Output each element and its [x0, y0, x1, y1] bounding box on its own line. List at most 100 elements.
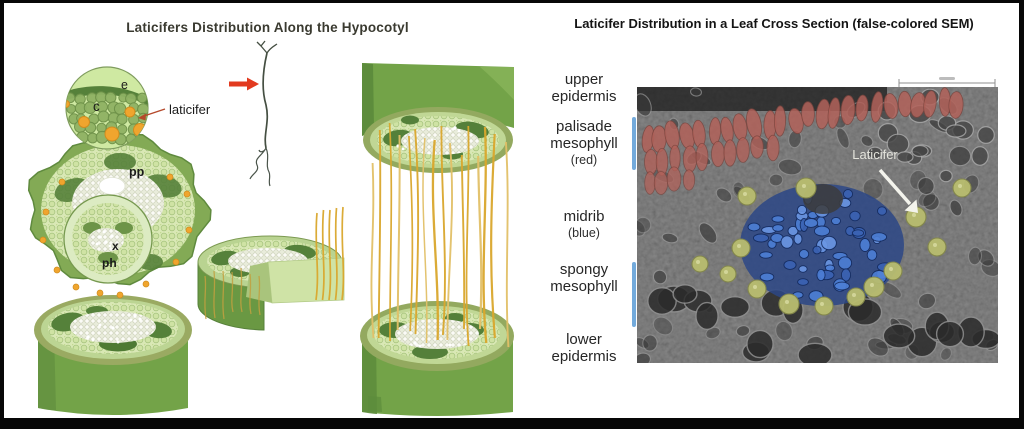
palisade-cell	[736, 137, 750, 163]
hypocotyl-stem	[262, 52, 269, 149]
sem-laticifer-highlight	[933, 243, 937, 247]
label-cortex: c	[93, 99, 100, 114]
sem-laticifer-cell	[747, 279, 767, 299]
scale-bar-text-smudge	[939, 77, 955, 80]
palisade-cell	[723, 139, 737, 167]
laticifer-strand	[422, 137, 428, 344]
palisade-cell	[666, 166, 682, 192]
laticifer-strand	[334, 207, 338, 301]
laticifer-strand	[431, 139, 439, 341]
sem-cell	[715, 187, 733, 203]
palisade-cell	[644, 171, 656, 195]
sem-cell	[836, 127, 850, 149]
xylem-dots	[95, 230, 114, 248]
sem-cell	[896, 151, 914, 163]
laticifer-strand	[414, 128, 420, 335]
palisade-cell	[801, 101, 815, 127]
sem-laticifer-cell	[952, 178, 972, 198]
midrib-cell	[877, 206, 887, 216]
tissue-patch	[115, 222, 133, 234]
cortex-cell	[83, 101, 97, 114]
tissue-patch	[401, 115, 419, 125]
sem-laticifer-highlight	[958, 184, 962, 188]
sem-cell	[939, 169, 953, 183]
laticifer-strand	[315, 212, 319, 301]
sem-cell	[661, 232, 679, 244]
sem-laticifer-cell	[691, 255, 709, 273]
spongy-cell	[935, 320, 965, 348]
tissue-label-line: spongy	[559, 261, 609, 278]
palisade-cell	[948, 91, 964, 119]
label-phloem: ph	[102, 256, 117, 270]
tissue-label-lower-epidermis: lower epidermis	[536, 331, 632, 366]
cortex-cell	[116, 113, 128, 125]
sem-cell	[652, 316, 674, 336]
spongy-cell	[647, 286, 677, 315]
midrib-cell	[796, 204, 808, 216]
stem-segment-with-strands	[360, 63, 514, 416]
cylinder-shade	[362, 63, 374, 136]
spongy-cell	[719, 295, 750, 318]
tissue-label-note: (red)	[570, 153, 598, 167]
sem-laticifer-highlight	[852, 293, 856, 297]
sem-laticifer-highlight	[696, 260, 700, 264]
laticifer-strand	[258, 275, 261, 316]
midrib-cell	[752, 233, 770, 243]
laticifer-cells	[66, 100, 147, 142]
laticifer-strand	[477, 155, 483, 330]
midrib-cell	[831, 216, 841, 226]
midrib-cell	[759, 251, 773, 259]
laticifer-strand	[446, 142, 453, 341]
tissue-label-line: mesophyll	[550, 278, 618, 295]
sem-cell	[948, 145, 972, 167]
laticifer-strand	[231, 271, 234, 313]
laticifer-strand	[213, 270, 216, 319]
sem-cell	[860, 135, 874, 147]
midrib-cell	[771, 215, 785, 223]
spongy-cell	[882, 323, 916, 349]
sem-cell	[917, 292, 937, 310]
midrib-cell	[840, 268, 852, 282]
laticifer-strand	[396, 134, 401, 331]
right-panel-title: Laticifer Distribution in a Leaf Cross S…	[574, 16, 974, 31]
laticifer-strands	[370, 122, 510, 348]
sem-image: Laticifer	[637, 87, 998, 363]
sem-laticifer-highlight	[737, 244, 741, 248]
laticifer-strand	[328, 209, 332, 301]
midrib-cell	[747, 222, 761, 232]
sem-laticifer-cell	[846, 287, 866, 307]
sem-cell	[698, 222, 718, 244]
laticifer-strand	[341, 206, 345, 301]
sem-cell	[911, 144, 929, 158]
sem-cell	[777, 158, 803, 176]
sem-cell	[637, 352, 651, 363]
label-epidermis: e	[121, 78, 128, 92]
label-laticifer: laticifer	[169, 102, 211, 117]
sem-laticifer-highlight	[753, 285, 757, 289]
palisade-cell	[840, 95, 856, 125]
sem-cell	[939, 347, 953, 361]
palisade-cell	[695, 143, 709, 172]
sem-laticifer-cell	[814, 296, 834, 316]
tissue-label-line: lower	[566, 331, 602, 348]
midrib-cell	[866, 249, 878, 261]
laticifer-strand	[440, 125, 446, 336]
midrib-cell	[859, 238, 871, 252]
sem-cell	[637, 216, 652, 234]
palisade-cell	[870, 91, 884, 123]
spongy-extent-bar	[632, 262, 636, 327]
laticifer-strand	[388, 122, 393, 342]
sem-laticifer-cell	[719, 265, 737, 283]
tissue-label-palisade-mesophyll: palisade mesophyll (red)	[536, 118, 632, 168]
cylinder-shade	[362, 337, 377, 414]
palisade-cell	[682, 169, 696, 191]
sem-cell	[867, 337, 889, 357]
sem-laticifer-label: Laticifer	[852, 147, 898, 162]
laticifer-strand	[321, 209, 325, 301]
diagram-labels: e c laticifer pp x ph	[93, 78, 211, 270]
sem-laticifer-highlight	[802, 184, 806, 188]
midrib-cell	[798, 249, 810, 259]
sem-cell	[977, 125, 995, 144]
laticifer-arrow-head	[904, 199, 918, 213]
wedge-cut-face	[267, 257, 345, 304]
